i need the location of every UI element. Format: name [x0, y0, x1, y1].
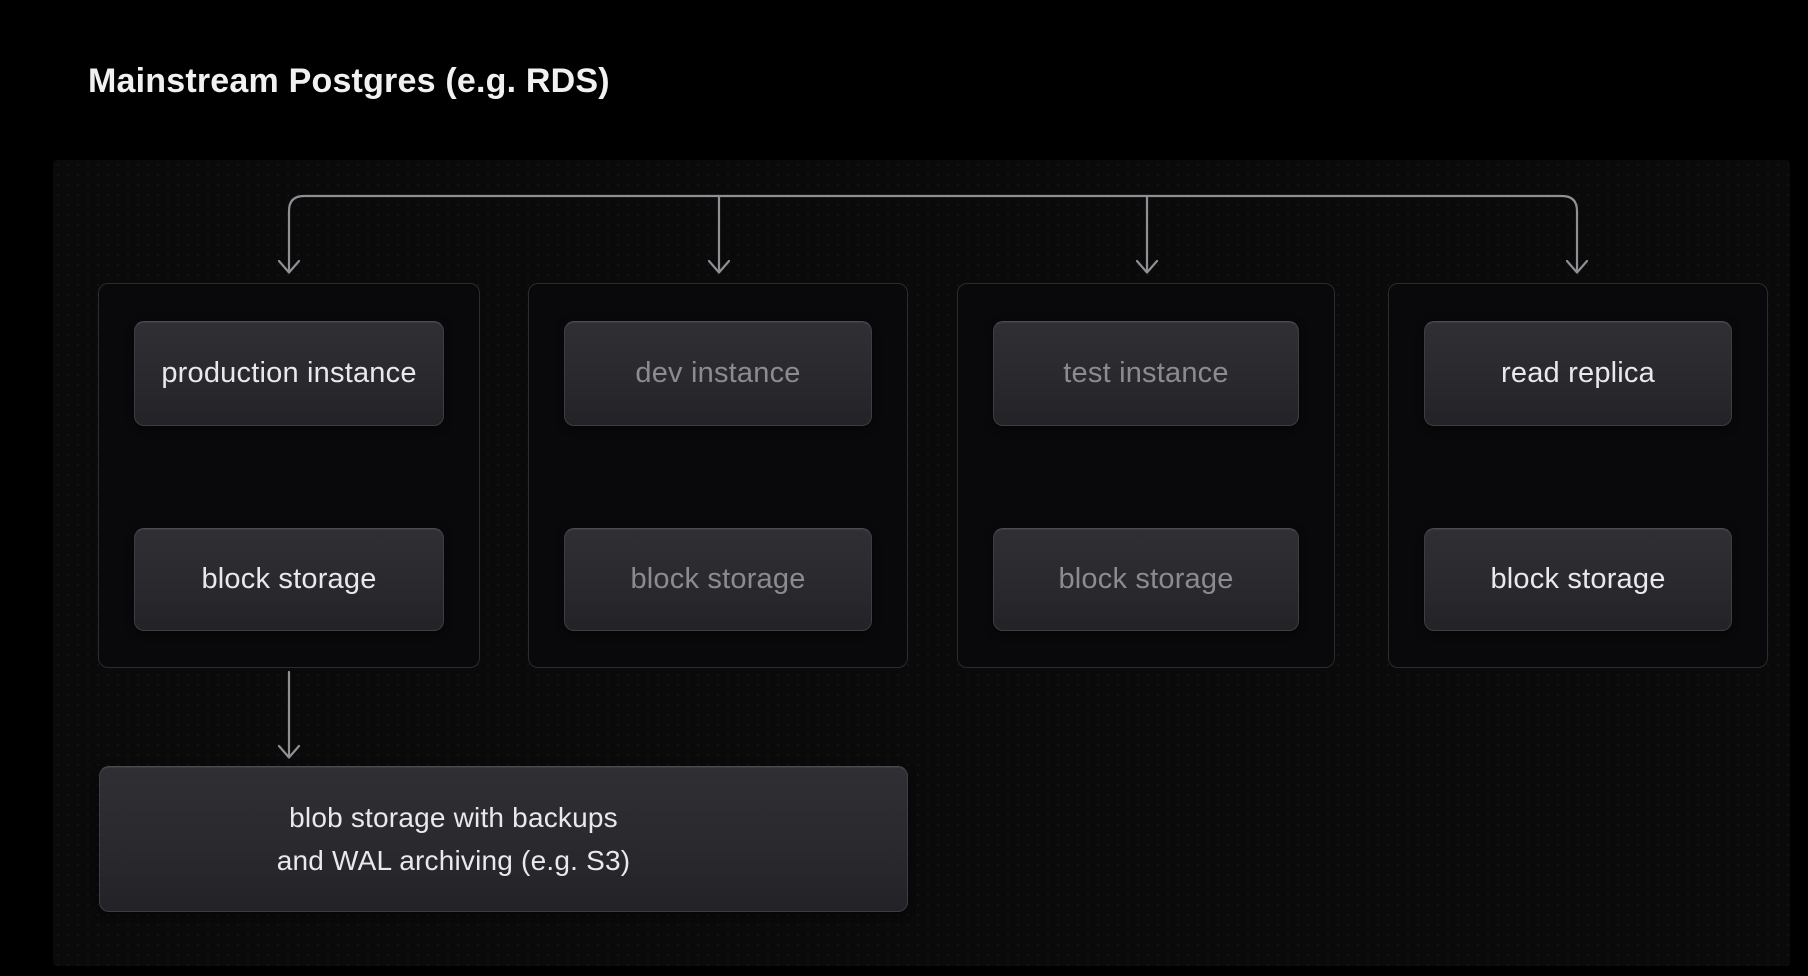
- node-test-block-storage: block storage: [993, 528, 1299, 631]
- group-read-replica: read replica block storage: [1388, 283, 1768, 668]
- node-production-block-storage: block storage: [134, 528, 444, 631]
- arrow-production-to-blob: [277, 670, 301, 759]
- trunk-connector-line: [287, 194, 1579, 274]
- blob-storage-label-line2: and WAL archiving (e.g. S3): [276, 845, 631, 876]
- node-read-replica: read replica: [1424, 321, 1732, 426]
- arrowhead-down-test: [1135, 259, 1159, 274]
- page-title: Mainstream Postgres (e.g. RDS): [88, 62, 610, 100]
- group-production: production instance block storage: [98, 283, 480, 668]
- node-dev-block-storage: block storage: [564, 528, 872, 631]
- node-production-instance: production instance: [134, 321, 444, 426]
- arrowhead-down-dev: [707, 259, 731, 274]
- blob-storage-label: blob storage with backups and WAL archiv…: [277, 796, 631, 882]
- node-blob-storage: blob storage with backups and WAL archiv…: [99, 766, 908, 912]
- node-replica-block-storage: block storage: [1424, 528, 1732, 631]
- diagram-panel: production instance block storage dev in…: [53, 160, 1790, 966]
- node-dev-instance: dev instance: [564, 321, 872, 426]
- arrowhead-down-replica: [1565, 259, 1589, 274]
- blob-storage-label-line1: blob storage with backups: [289, 802, 618, 833]
- group-test: test instance block storage: [957, 283, 1335, 668]
- arrowhead-down-production: [277, 259, 301, 274]
- node-test-instance: test instance: [993, 321, 1299, 426]
- group-dev: dev instance block storage: [528, 283, 908, 668]
